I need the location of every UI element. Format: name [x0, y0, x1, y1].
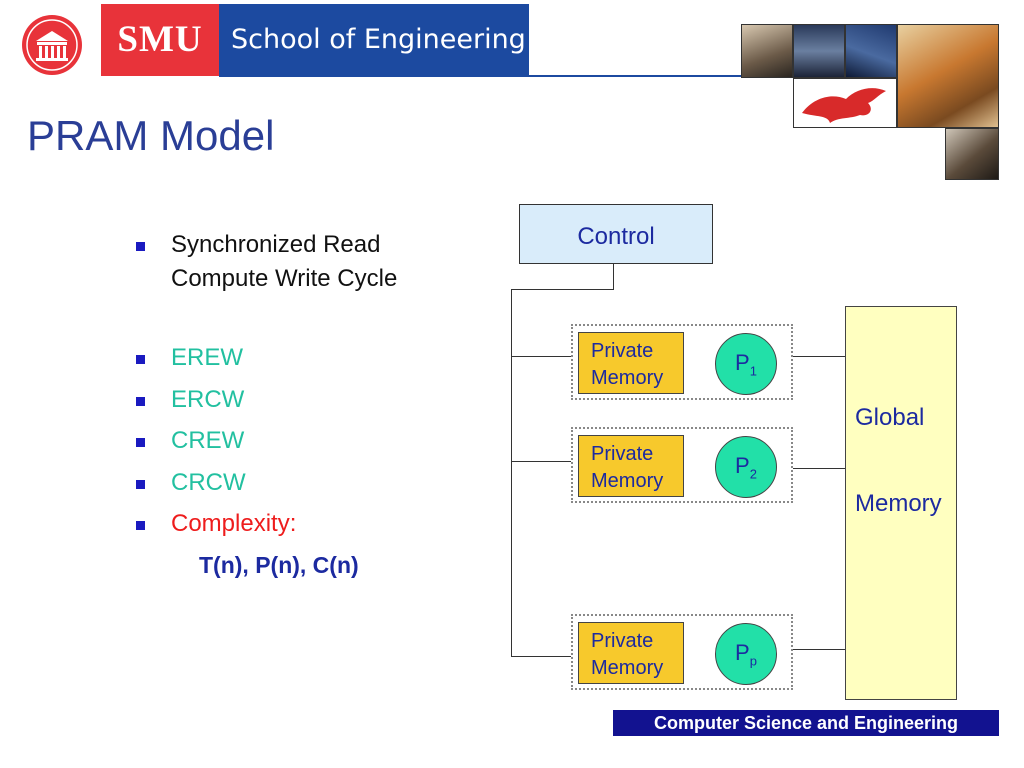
global-memory-label-line2: Memory — [855, 490, 942, 517]
global-memory-label-line1: Global — [855, 404, 925, 431]
private-memory-label-line1: Private — [591, 443, 654, 465]
processor-2: P2 — [715, 436, 777, 498]
private-memory-label-line1: Private — [591, 630, 654, 652]
bullet-marker — [136, 397, 145, 406]
bullet-marker — [136, 242, 145, 251]
bullet-ercw: ERCW — [171, 386, 245, 413]
photo-autumn-campus — [897, 24, 999, 128]
row2-global-link — [776, 468, 846, 469]
photo-portrait — [741, 24, 793, 78]
bullet-marker — [136, 521, 145, 530]
global-memory: Global Memory — [845, 306, 957, 700]
processor-subscript: p — [749, 653, 757, 669]
private-memory-label-line1: Private — [591, 340, 654, 362]
header-rule — [219, 75, 749, 77]
processor-1: P1 — [715, 333, 777, 395]
control-bus-line — [511, 289, 614, 290]
photo-students — [945, 128, 999, 180]
page-title: PRAM Model — [27, 112, 275, 159]
row2-control-link — [511, 461, 572, 462]
bullet-crew: CREW — [171, 427, 245, 454]
private-memory-label-line2: Memory — [591, 657, 664, 679]
bullet-erew: EREW — [171, 344, 243, 371]
processor-p: Pp — [715, 623, 777, 685]
processor-subscript: 1 — [749, 363, 757, 379]
row1-global-link — [776, 356, 846, 357]
bullet-cycle-line1: Synchronized Read — [171, 231, 381, 258]
processor-label: P — [735, 640, 750, 665]
private-memory-2: Private Memory — [578, 435, 684, 497]
row1-control-link — [511, 356, 572, 357]
mustang-mascot-icon — [793, 78, 897, 128]
complexity-formula: T(n), P(n), C(n) — [199, 552, 359, 578]
private-memory-1: Private Memory — [578, 332, 684, 394]
control-vertical-bus — [511, 289, 512, 657]
control-unit: Control — [519, 204, 713, 264]
processor-subscript: 2 — [749, 466, 757, 482]
bullet-cycle-line2: Compute Write Cycle — [171, 265, 398, 292]
private-memory-label-line2: Memory — [591, 367, 664, 389]
school-name: School of Engineering — [219, 4, 529, 76]
footer-department: Computer Science and Engineering — [613, 710, 999, 736]
bullet-marker — [136, 438, 145, 447]
bullet-crcw: CRCW — [171, 469, 246, 496]
private-memory-p: Private Memory — [578, 622, 684, 684]
smu-logo-text: SMU — [101, 4, 219, 76]
control-down-line — [613, 263, 614, 290]
photo-building-night — [845, 24, 897, 78]
bullet-complexity: Complexity: — [171, 510, 297, 537]
processor-label: P — [735, 350, 750, 375]
rowp-control-link — [511, 656, 572, 657]
private-memory-label-line2: Memory — [591, 470, 664, 492]
bullet-marker — [136, 355, 145, 364]
rowp-global-link — [776, 649, 846, 650]
processor-label: P — [735, 453, 750, 478]
bullet-marker — [136, 480, 145, 489]
smu-seal-logo — [6, 13, 94, 77]
photo-computers — [793, 24, 845, 78]
